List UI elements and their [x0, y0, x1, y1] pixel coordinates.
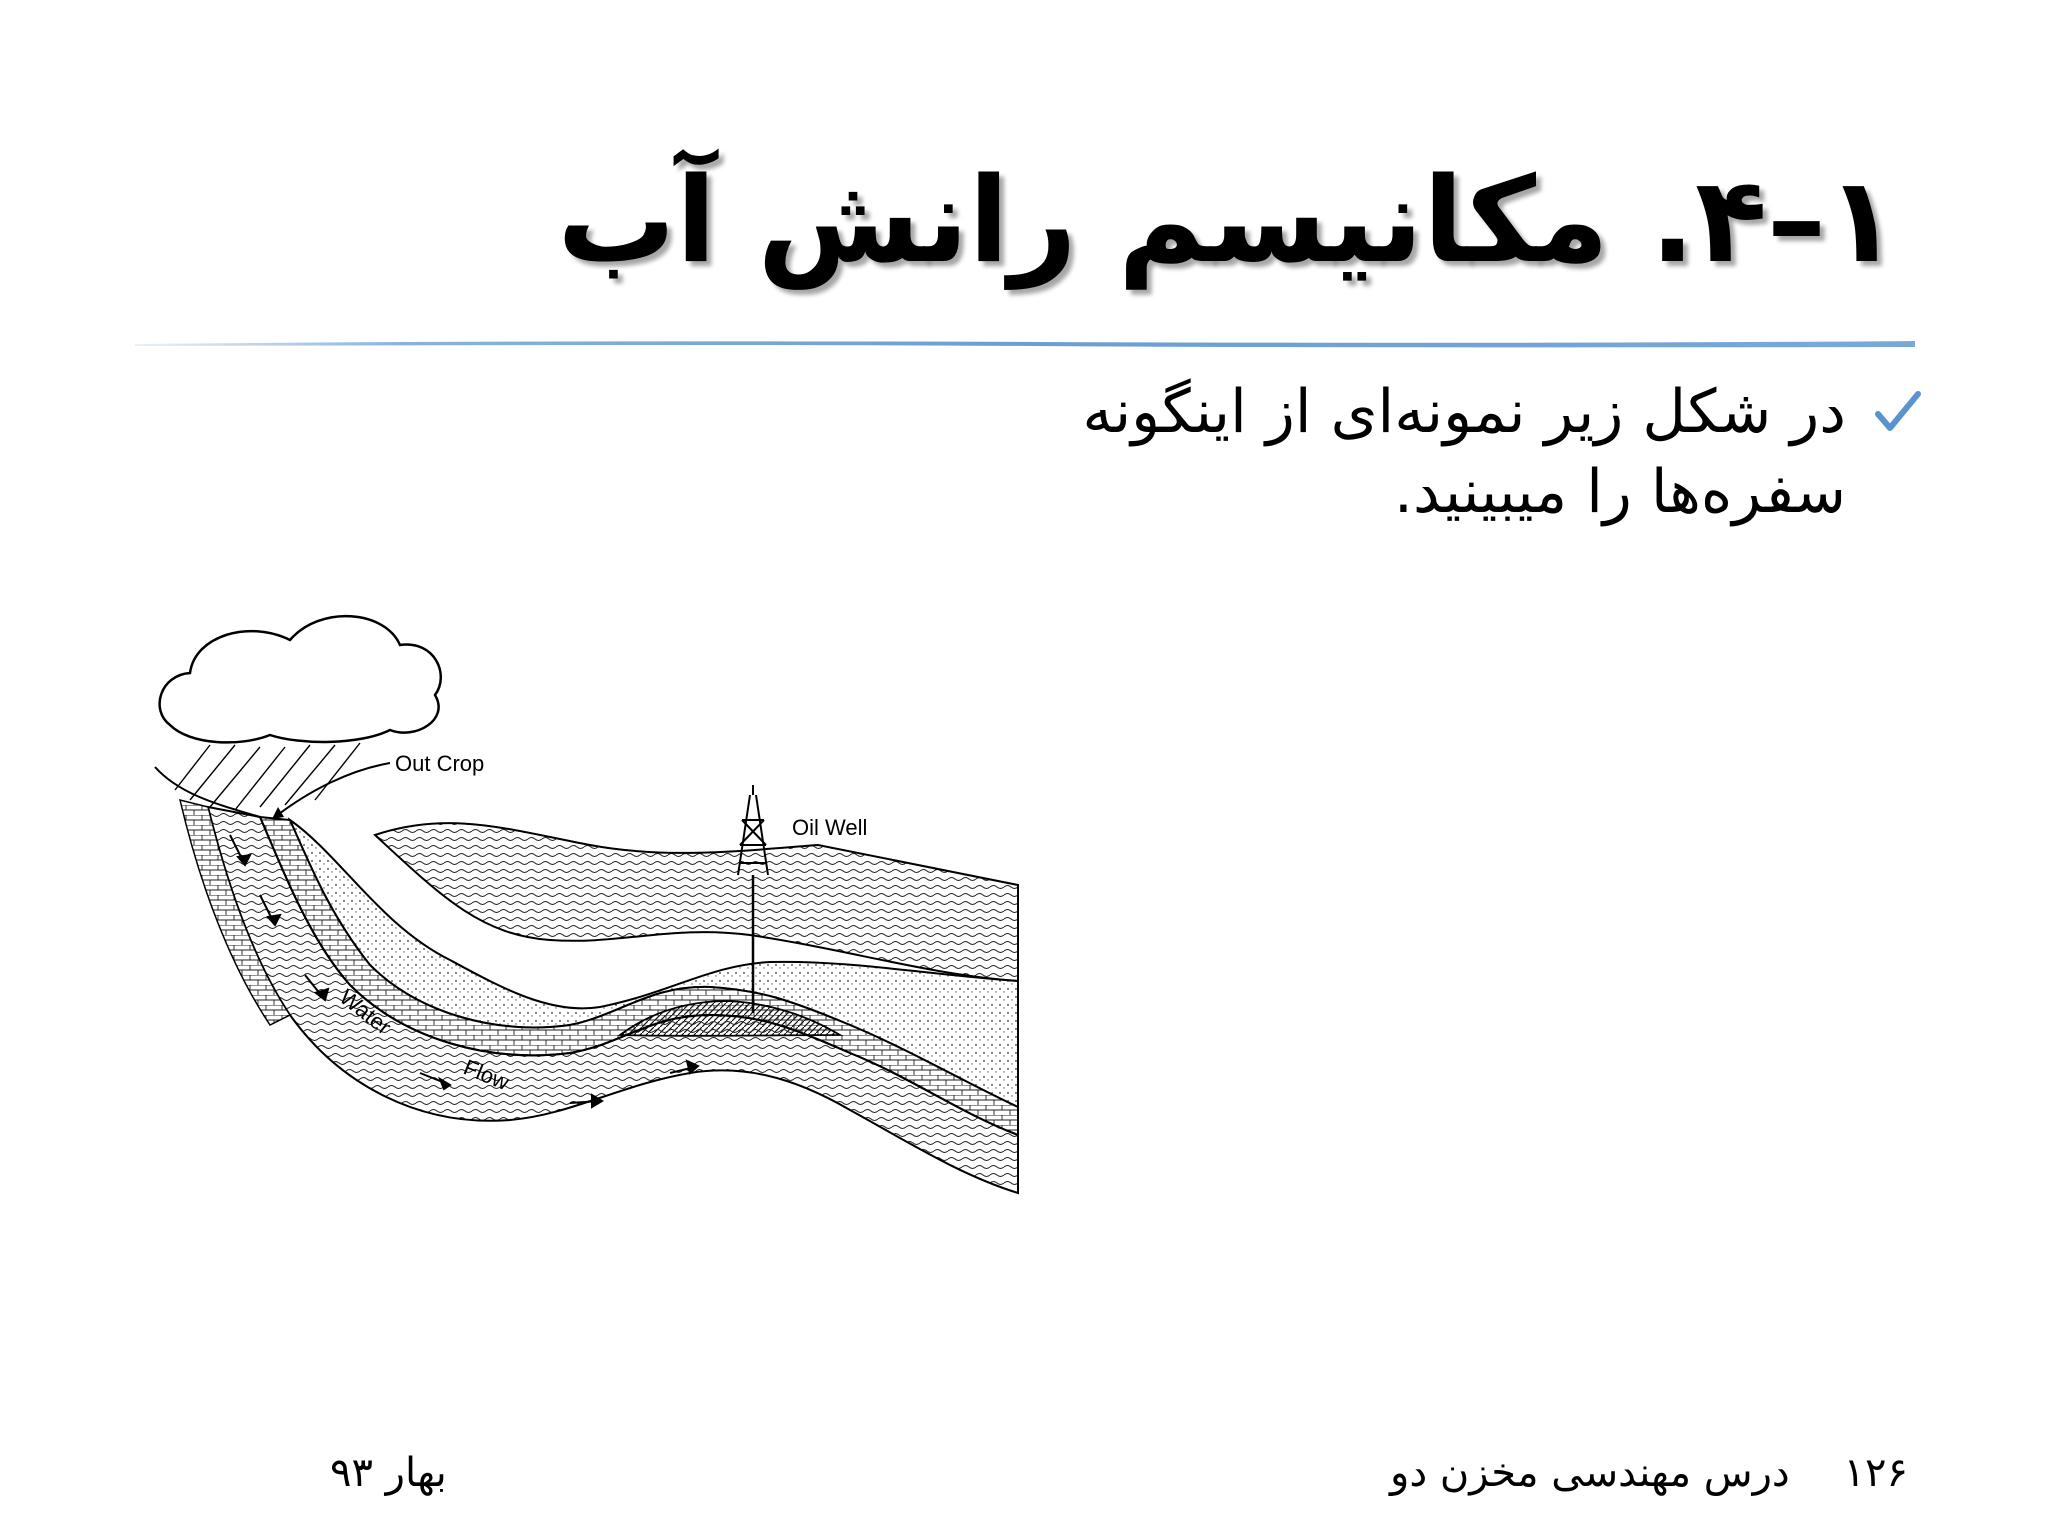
footer-season: بهار ۹۳: [330, 1450, 447, 1496]
check-icon: [1875, 391, 1921, 431]
oil-derrick-icon: [737, 785, 769, 1013]
cloud-icon: [158, 614, 442, 744]
footer-course: درس مهندسی مخزن دو: [1390, 1450, 1790, 1496]
bullet-item: در شکل زیر نمونه‌ای از اینگونه سفره‌ها ر…: [898, 372, 1921, 532]
title-divider: [135, 341, 1915, 348]
footer-page-number: ۱۲۶: [1843, 1450, 1908, 1496]
bullet-text: در شکل زیر نمونه‌ای از اینگونه سفره‌ها ر…: [1082, 377, 1846, 527]
label-outcrop: Out Crop: [395, 751, 484, 776]
slide-title: ۱–۴. مکانیسم رانش آب: [557, 151, 1898, 289]
water-drive-diagram: Out Crop Oil Well Water Flow: [154, 614, 1019, 1195]
rain-icon: [174, 742, 361, 811]
label-oil-well: Oil Well: [792, 815, 867, 840]
